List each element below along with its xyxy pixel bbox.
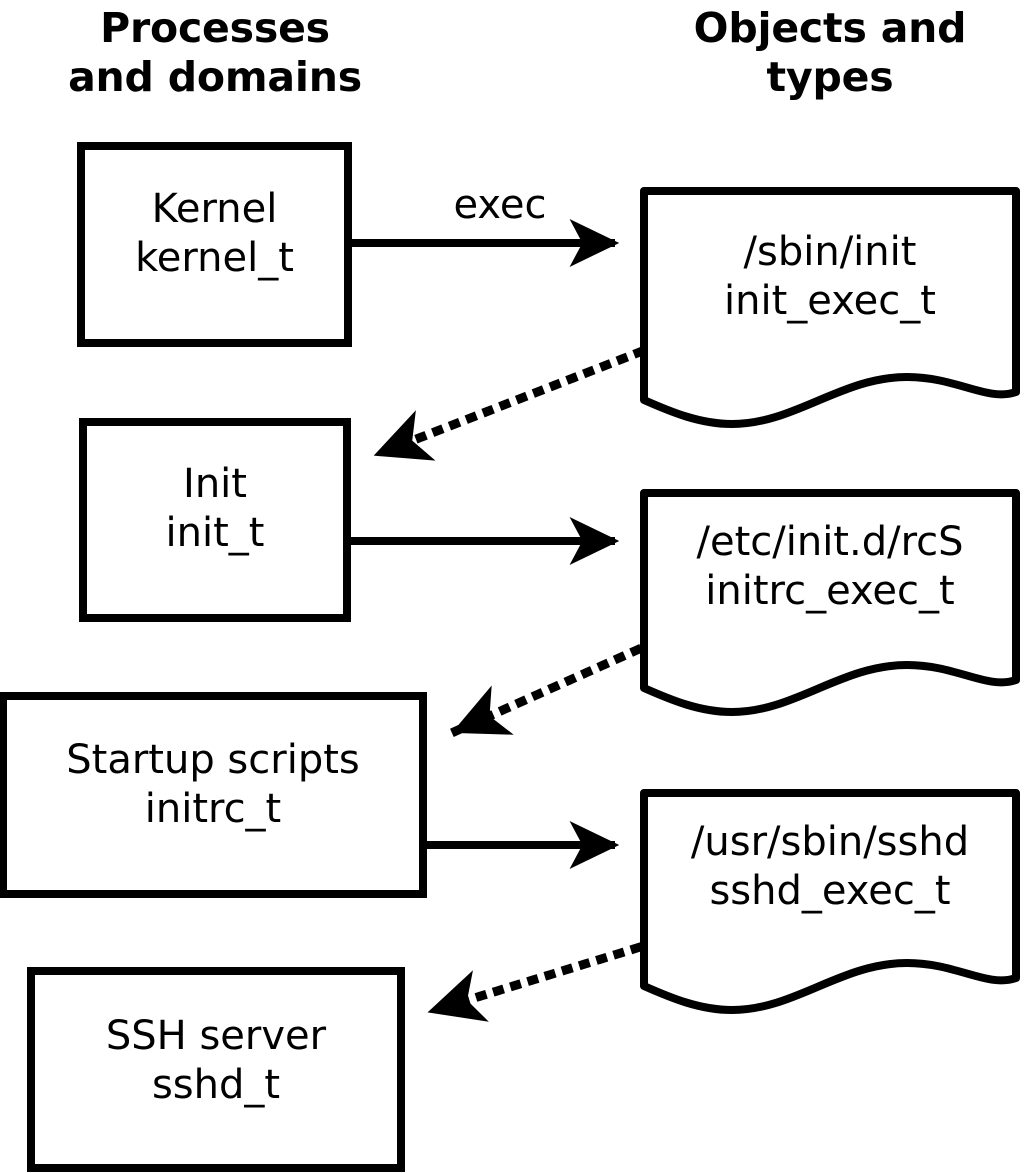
edge-label-exec: exec <box>453 182 547 228</box>
object-doc-init-exec[interactable] <box>640 187 1020 428</box>
edge-init-exec-to-init[interactable] <box>372 346 646 461</box>
object-doc-initrc-exec[interactable] <box>640 489 1020 716</box>
process-box-kernel[interactable] <box>77 142 352 347</box>
process-box-initrc[interactable] <box>0 692 427 898</box>
column-heading-objects: Objects and types <box>693 4 967 102</box>
edge-initrc-exec-to-initrc[interactable] <box>450 644 643 737</box>
column-heading-processes: Processes and domains <box>68 4 362 102</box>
process-box-init[interactable] <box>79 418 351 622</box>
process-box-sshd[interactable] <box>27 967 405 1172</box>
object-doc-sshd-exec[interactable] <box>640 789 1020 1014</box>
edge-sshd-exec-to-sshd[interactable] <box>426 942 643 1022</box>
